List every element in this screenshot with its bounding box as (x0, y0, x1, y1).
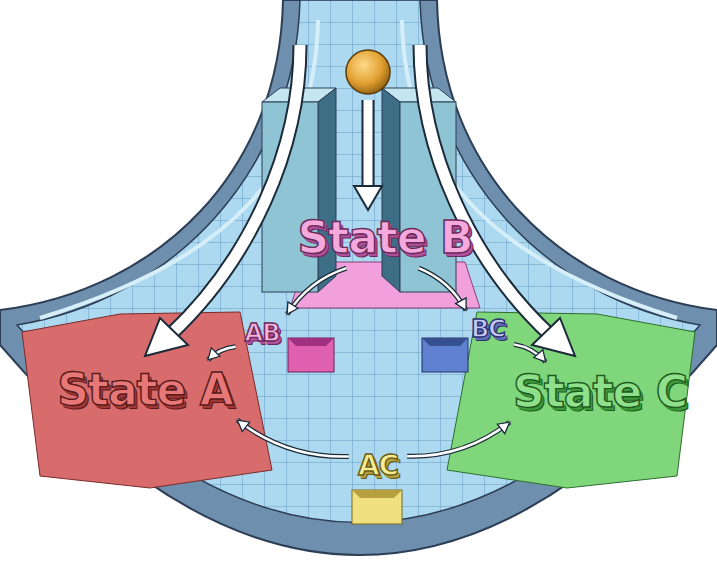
arrow-line (514, 344, 546, 362)
path-arrow (420, 45, 575, 356)
state-label: BC (467, 315, 509, 344)
path-arrow (354, 100, 382, 210)
transition-arrow (237, 420, 349, 456)
state-label: State A (53, 365, 237, 415)
trough-floor (17, 0, 700, 523)
arrow-head (456, 298, 467, 311)
transition-arrow (419, 268, 466, 310)
transition-arrow (514, 344, 546, 362)
state-a-basin (22, 312, 272, 488)
path-arrow (145, 45, 300, 356)
state-name: State B (297, 215, 472, 261)
arrow-line (407, 422, 510, 456)
arrow-line (208, 347, 236, 360)
arrow-outline (407, 422, 510, 456)
state-label: AC (354, 449, 402, 482)
ab-well (288, 338, 334, 372)
state-name: State A (57, 367, 233, 413)
bc-well (422, 338, 468, 372)
state-c-basin (447, 312, 695, 488)
arrow-head (534, 350, 546, 362)
state-name: State C (513, 369, 687, 415)
arrow-line (419, 268, 466, 310)
arrow-line (237, 420, 349, 456)
transition-arrow (287, 268, 346, 314)
ac-well (352, 490, 402, 524)
arrow-outline (419, 268, 466, 310)
arrow-head (287, 302, 298, 315)
arrow-head (497, 422, 509, 434)
state-name: BC (471, 317, 505, 342)
state-name: AB (245, 321, 280, 346)
arrow-outline (287, 268, 346, 314)
transition-arrow (407, 422, 510, 456)
state-label: State B (293, 213, 476, 263)
state-name: AC (358, 451, 398, 480)
state-label: State C (509, 367, 691, 417)
arrow-outline (208, 347, 236, 360)
arrow-line (287, 268, 346, 314)
arrow-outline (237, 420, 349, 456)
transition-arrow (208, 347, 236, 360)
ball (346, 50, 390, 94)
arrow-head (208, 348, 220, 360)
arrow-head (237, 420, 249, 431)
state-label: AB (241, 319, 284, 348)
arrow-outline (514, 344, 546, 362)
